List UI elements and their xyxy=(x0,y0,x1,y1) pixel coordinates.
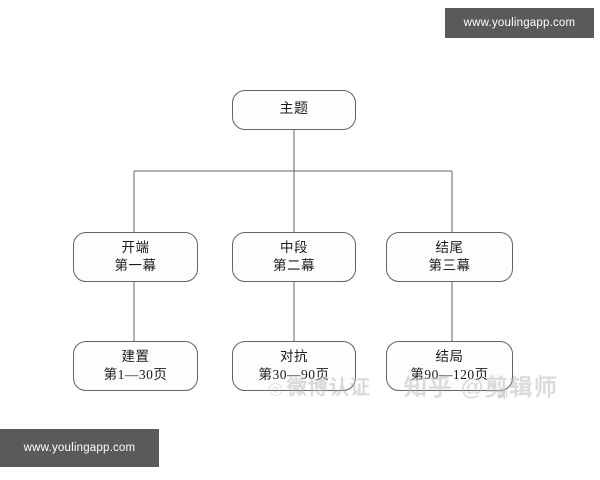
node-act-3-subtitle: 第三幕 xyxy=(428,258,471,273)
watermark-badge-bottom-left: www.youlingapp.com xyxy=(0,429,159,467)
node-act-2[interactable]: 中段 第二幕 xyxy=(232,232,356,282)
node-act-2-title: 中段 xyxy=(280,240,308,255)
node-act-2-subtitle: 第二幕 xyxy=(273,258,315,273)
node-detail-2-pages: 第30—90页 xyxy=(258,367,330,382)
node-act-3[interactable]: 结尾 第三幕 xyxy=(386,232,513,282)
node-act-1-subtitle: 第一幕 xyxy=(114,258,157,273)
node-root[interactable]: 主题 xyxy=(232,90,356,130)
node-detail-1-title: 建置 xyxy=(121,349,150,364)
node-detail-1[interactable]: 建置 第1—30页 xyxy=(73,341,198,391)
watermark-badge-top-right: www.youlingapp.com xyxy=(445,8,594,38)
node-act-3-title: 结尾 xyxy=(435,240,464,255)
node-detail-3[interactable]: 结局 第90—120页 xyxy=(386,341,513,391)
node-detail-3-pages: 第90—120页 xyxy=(410,367,489,382)
node-detail-2[interactable]: 对抗 第30—90页 xyxy=(232,341,356,391)
node-root-label: 主题 xyxy=(279,102,309,117)
watermark-badge-bottom-left-text: www.youlingapp.com xyxy=(23,442,136,454)
node-detail-2-title: 对抗 xyxy=(280,349,308,364)
node-act-1[interactable]: 开端 第一幕 xyxy=(73,232,198,282)
node-detail-1-pages: 第1—30页 xyxy=(103,367,168,382)
node-detail-3-title: 结局 xyxy=(435,349,464,364)
node-act-1-title: 开端 xyxy=(121,240,150,255)
watermark-badge-top-right-text: www.youlingapp.com xyxy=(463,17,576,29)
